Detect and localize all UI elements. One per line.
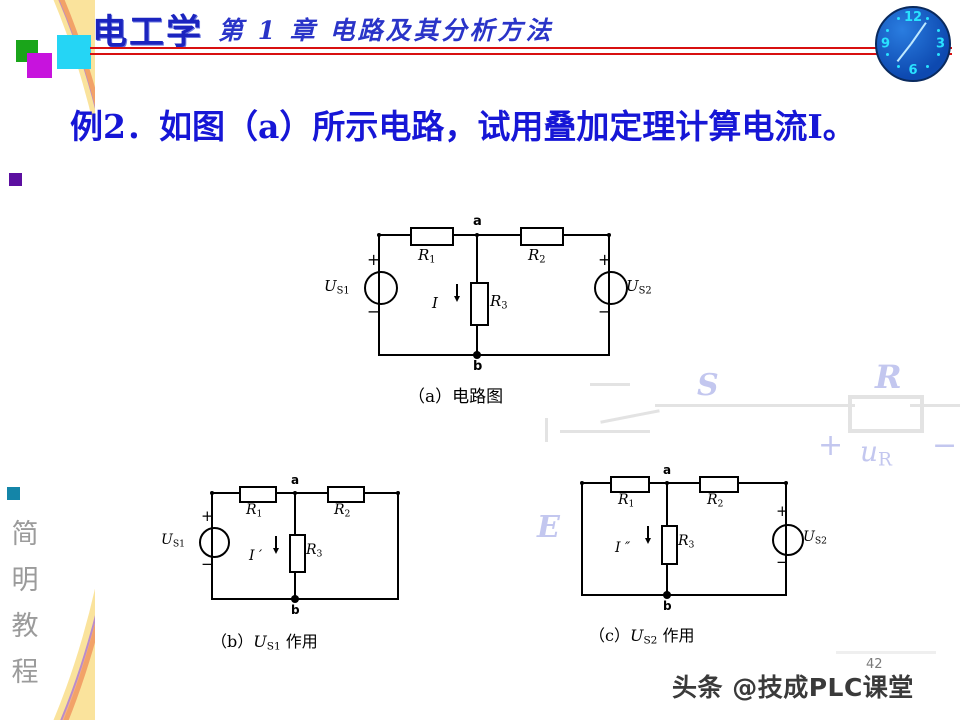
brand-watermark: 头条 @技成PLC课堂	[672, 673, 914, 702]
source-US1-b	[199, 527, 230, 558]
resistor-R1-c	[610, 476, 650, 493]
course-title: 电工学	[92, 13, 204, 53]
node-label-b-c: b	[663, 599, 672, 613]
node-label-b: b	[473, 359, 483, 374]
clock-number-12: 12	[903, 10, 923, 25]
resistor-R2	[520, 227, 564, 246]
watermark-voltage-label: uR	[860, 435, 892, 471]
clock-number-6: 6	[908, 63, 918, 78]
header-rule-bottom	[90, 53, 952, 55]
label-R1: R1	[418, 246, 436, 266]
current-label-I-prime: I ′	[249, 548, 263, 564]
label-R2-b: R2	[334, 502, 351, 520]
node-label-a-b: a	[291, 473, 300, 487]
page-title: 例2．如图（a）所示电路，试用叠加定理计算电流I。	[70, 107, 856, 146]
watermark-minus: −	[932, 428, 958, 463]
resistor-R1	[410, 227, 454, 246]
circuit-diagram-c: R1 R2 R3 + − US2 a b I ″ （c）US2 作用	[575, 463, 827, 647]
clock-number-3: 3	[935, 36, 945, 52]
circuit-diagram-b: R1 R2 R3 + − US1 a b I ′ （b）US1 作用	[161, 473, 415, 657]
label-R1-c: R1	[618, 492, 635, 510]
sidebar-char-1: 简	[11, 519, 39, 550]
watermark-resistor-label: R	[875, 358, 902, 396]
us1-minus: −	[367, 302, 381, 321]
resistor-R2-b	[327, 486, 365, 503]
sidebar-bullet-teal	[7, 487, 20, 500]
source-US2	[594, 271, 628, 305]
clock-hand-hour	[896, 43, 912, 62]
sidebar-char-2: 明	[11, 565, 39, 596]
node-label-b-b: b	[291, 603, 300, 617]
us1b-minus: −	[201, 555, 214, 573]
label-R2: R2	[528, 246, 546, 266]
caption-b-suffix: 作用	[280, 632, 318, 651]
circuit-diagram-a: R1 R2 R3 + − + − US1 US2 a b I （a）电路图	[324, 214, 652, 407]
watermark-plus: +	[818, 428, 844, 463]
us1b-plus: +	[201, 507, 214, 525]
label-R3-c: R3	[678, 533, 695, 551]
us2c-plus: +	[776, 502, 789, 520]
footer-divider	[836, 651, 936, 654]
caption-c-source-sub: S2	[643, 634, 658, 647]
caption-c-prefix: （c）	[589, 626, 630, 645]
sidebar-char-3: 教	[11, 611, 39, 642]
caption-b-source-sub: S1	[266, 640, 281, 653]
watermark-switch-label: S	[697, 368, 719, 403]
us2-minus: −	[598, 302, 612, 321]
node-label-a: a	[473, 214, 482, 229]
sidebar-char-4: 程	[11, 657, 39, 688]
node-b-dot	[473, 351, 481, 359]
label-R3: R3	[490, 292, 508, 312]
label-US1: US1	[324, 277, 350, 297]
clock-icon: 12 3 6 9	[875, 6, 951, 82]
source-US2-c	[772, 524, 804, 556]
caption-c-suffix: 作用	[657, 626, 695, 645]
resistor-R2-c	[699, 476, 739, 493]
watermark-e-label: E	[537, 510, 560, 545]
label-US1-b: US1	[161, 532, 186, 550]
current-label-I: I	[432, 294, 438, 312]
resistor-R3-c	[661, 525, 678, 565]
current-label-I-dprime: I ″	[615, 540, 631, 556]
caption-c: （c）US2 作用	[589, 626, 695, 647]
clock-number-9: 9	[881, 36, 891, 52]
resistor-R3-b	[289, 534, 306, 573]
us2c-minus: −	[776, 553, 789, 571]
caption-b-prefix: （b）	[211, 632, 254, 651]
source-US1	[364, 271, 398, 305]
us2-plus: +	[598, 250, 612, 269]
square-magenta-icon	[27, 53, 52, 78]
label-US2-c: US2	[803, 529, 828, 547]
label-R2-c: R2	[707, 492, 724, 510]
chapter-title: 第 1 章 电路及其分析方法	[218, 16, 554, 45]
header-rule-top	[90, 47, 952, 49]
resistor-R3	[470, 282, 489, 326]
sidebar-bullet-purple	[9, 173, 22, 186]
sidebar-vertical-text: 简 明 教 程	[6, 512, 44, 696]
page-number: 42	[866, 657, 883, 672]
arc-white-fill	[0, 0, 95, 720]
clock-hand-minute	[910, 22, 927, 45]
square-cyan-icon	[57, 35, 91, 69]
label-US2: US2	[626, 277, 652, 297]
resistor-R1-b	[239, 486, 277, 503]
caption-a: （a）电路图	[408, 387, 504, 407]
node-label-a-c: a	[663, 463, 672, 477]
left-decorative-panel	[0, 0, 95, 720]
label-R1-b: R1	[246, 502, 263, 520]
caption-b: （b）US1 作用	[211, 632, 318, 653]
label-R3-b: R3	[306, 542, 323, 560]
us1-plus: +	[367, 250, 381, 269]
